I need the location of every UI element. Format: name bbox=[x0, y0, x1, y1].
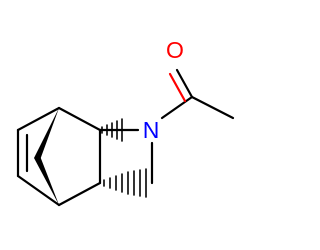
hash-bond-c6-ch2 bbox=[103, 168, 147, 198]
bond-c1-c3 bbox=[16, 106, 61, 132]
bond-carbonyl-o bbox=[175, 68, 194, 99]
bond-c4-c5 bbox=[16, 174, 61, 207]
wedge-bond-bridge-top bbox=[34, 108, 59, 160]
bond-n-carbonyl bbox=[160, 95, 194, 120]
wedge-bond-bridge-bottom bbox=[34, 156, 59, 205]
bond-c1-c2 bbox=[57, 106, 102, 132]
bond-carbonyl-methyl bbox=[190, 95, 235, 120]
molecule-canvas: O N bbox=[16, 37, 235, 207]
atom-label-o: O bbox=[166, 37, 184, 63]
bond-carbonyl-o-double bbox=[168, 72, 187, 103]
structure-drawing: O N bbox=[16, 37, 235, 207]
atom-label-n: N bbox=[143, 117, 160, 143]
bond-c5-c6 bbox=[57, 181, 102, 207]
hash-bond-c2-n bbox=[101, 118, 123, 142]
